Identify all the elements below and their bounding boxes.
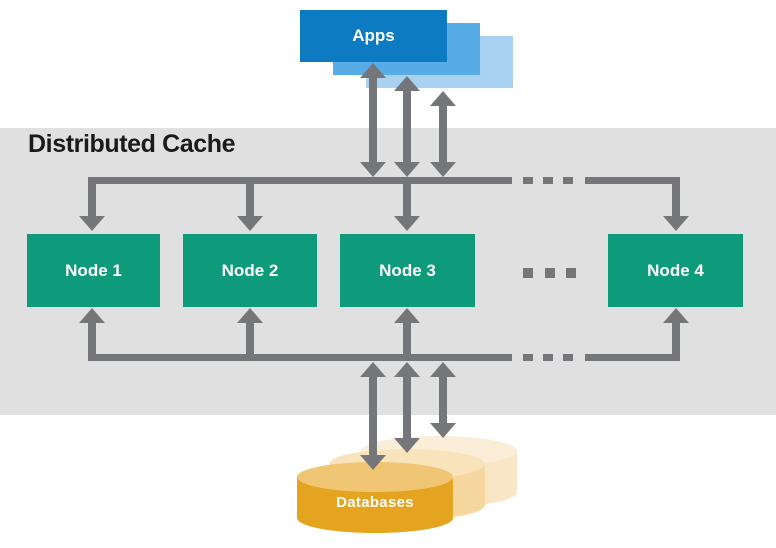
ellipsis-dot-icon	[523, 268, 533, 278]
ellipsis-dot-icon	[566, 268, 576, 278]
databases-label: Databases	[336, 494, 414, 511]
distributed-cache-title: Distributed Cache	[28, 130, 236, 158]
database-cylinder-front-top	[297, 462, 453, 492]
cache-node-4: Node 4	[608, 234, 743, 307]
more-nodes-ellipsis-icon	[523, 268, 576, 278]
database-cylinder-back-body	[361, 451, 517, 492]
cache-db-arrowhead-down-1	[360, 455, 386, 470]
cache-node-3-label: Node 3	[379, 260, 436, 280]
cache-db-arrowhead-down-3	[430, 423, 456, 438]
cache-node-1: Node 1	[27, 234, 160, 307]
ellipsis-dot-icon	[545, 268, 555, 278]
app-box-front: Apps	[300, 10, 447, 62]
cache-node-2-label: Node 2	[221, 260, 279, 280]
cache-node-2: Node 2	[183, 234, 317, 307]
database-cylinder-middle-top	[329, 449, 485, 479]
cache-db-arrowhead-down-2	[394, 438, 420, 453]
cache-node-1-label: Node 1	[65, 260, 122, 280]
apps-label: Apps	[352, 26, 395, 45]
cache-node-3: Node 3	[340, 234, 475, 307]
database-cylinder-back-top	[361, 436, 517, 466]
cache-node-4-label: Node 4	[647, 260, 704, 280]
apps-cache-arrowhead-up-3	[430, 91, 456, 106]
